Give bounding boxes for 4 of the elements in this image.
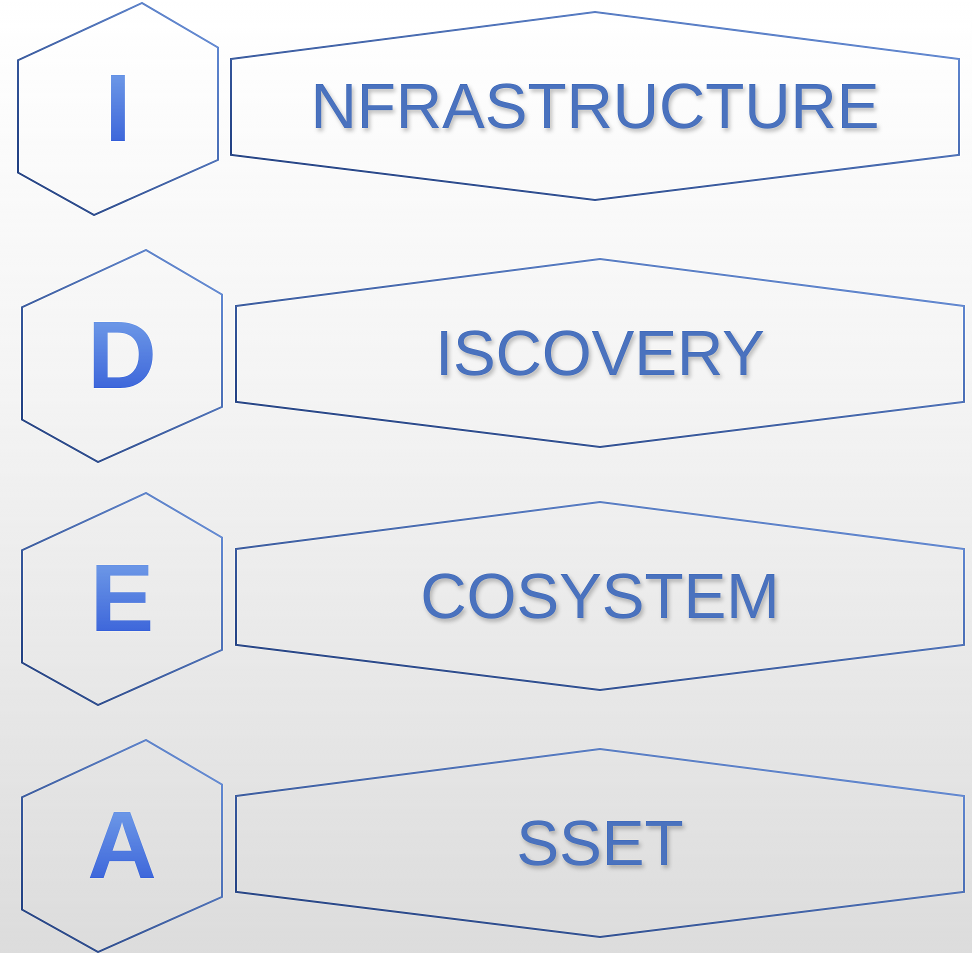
word-label: SSET <box>516 806 684 880</box>
word-label: NFRASTRUCTURE <box>310 69 880 143</box>
word-label: ISCOVERY <box>435 316 765 390</box>
word-label: COSYSTEM <box>420 559 780 633</box>
